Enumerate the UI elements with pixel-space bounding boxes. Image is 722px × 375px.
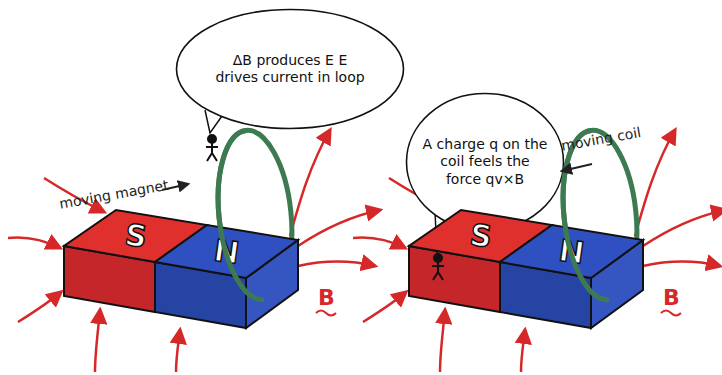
- text-holder: N: [155, 225, 298, 278]
- field-line: [18, 292, 61, 322]
- magnet-top-face: [500, 225, 643, 278]
- figure-body: [206, 143, 218, 161]
- field-label: B: [663, 285, 680, 310]
- magnet-panel: [8, 127, 380, 372]
- speech-bubble: A charge q on the coil feels the force q…: [405, 92, 565, 232]
- field-line: [290, 130, 330, 236]
- magnet-top-face: [155, 225, 298, 278]
- stick-figure: [432, 254, 444, 280]
- pole-letter: N: [556, 231, 586, 272]
- stick-figure: [206, 135, 218, 161]
- coil-ring-front: [210, 130, 264, 303]
- pole-letter: S: [122, 216, 149, 256]
- motion-label: moving coil: [560, 124, 642, 154]
- figure-head: [434, 254, 442, 262]
- pole-letter: N: [211, 231, 241, 272]
- magnet-pole-face: N: [500, 225, 643, 278]
- bubble-text: ΔB produces E E drives current in loop: [215, 52, 365, 87]
- figure-head: [208, 135, 216, 143]
- speech-bubble: ΔB produces E E drives current in loop: [175, 8, 405, 130]
- text-holder: ΔB produces E E drives current in loop: [175, 8, 405, 130]
- field-line: [298, 262, 375, 267]
- field-line: [298, 210, 380, 246]
- bubble-text: A charge q on the coil feels the force q…: [421, 136, 549, 189]
- bubble-outline: [177, 10, 404, 129]
- text-holder: N: [500, 225, 643, 278]
- motion-label: moving magnet: [58, 177, 170, 212]
- text-holder: A charge q on the coil feels the force q…: [405, 92, 565, 232]
- field-line: [95, 310, 100, 372]
- motion-arrow: [562, 164, 592, 171]
- pole-letter: S: [467, 216, 494, 256]
- coil-ring-front: [555, 130, 609, 303]
- magnet-pole-face: N: [155, 225, 298, 278]
- field-label: B: [318, 285, 335, 310]
- figure-body: [432, 262, 444, 280]
- bubble-outline: [407, 94, 564, 231]
- field-line: [8, 237, 60, 248]
- field-line: [176, 330, 180, 372]
- vector-tilde: [316, 311, 336, 316]
- field-lines: [8, 130, 380, 372]
